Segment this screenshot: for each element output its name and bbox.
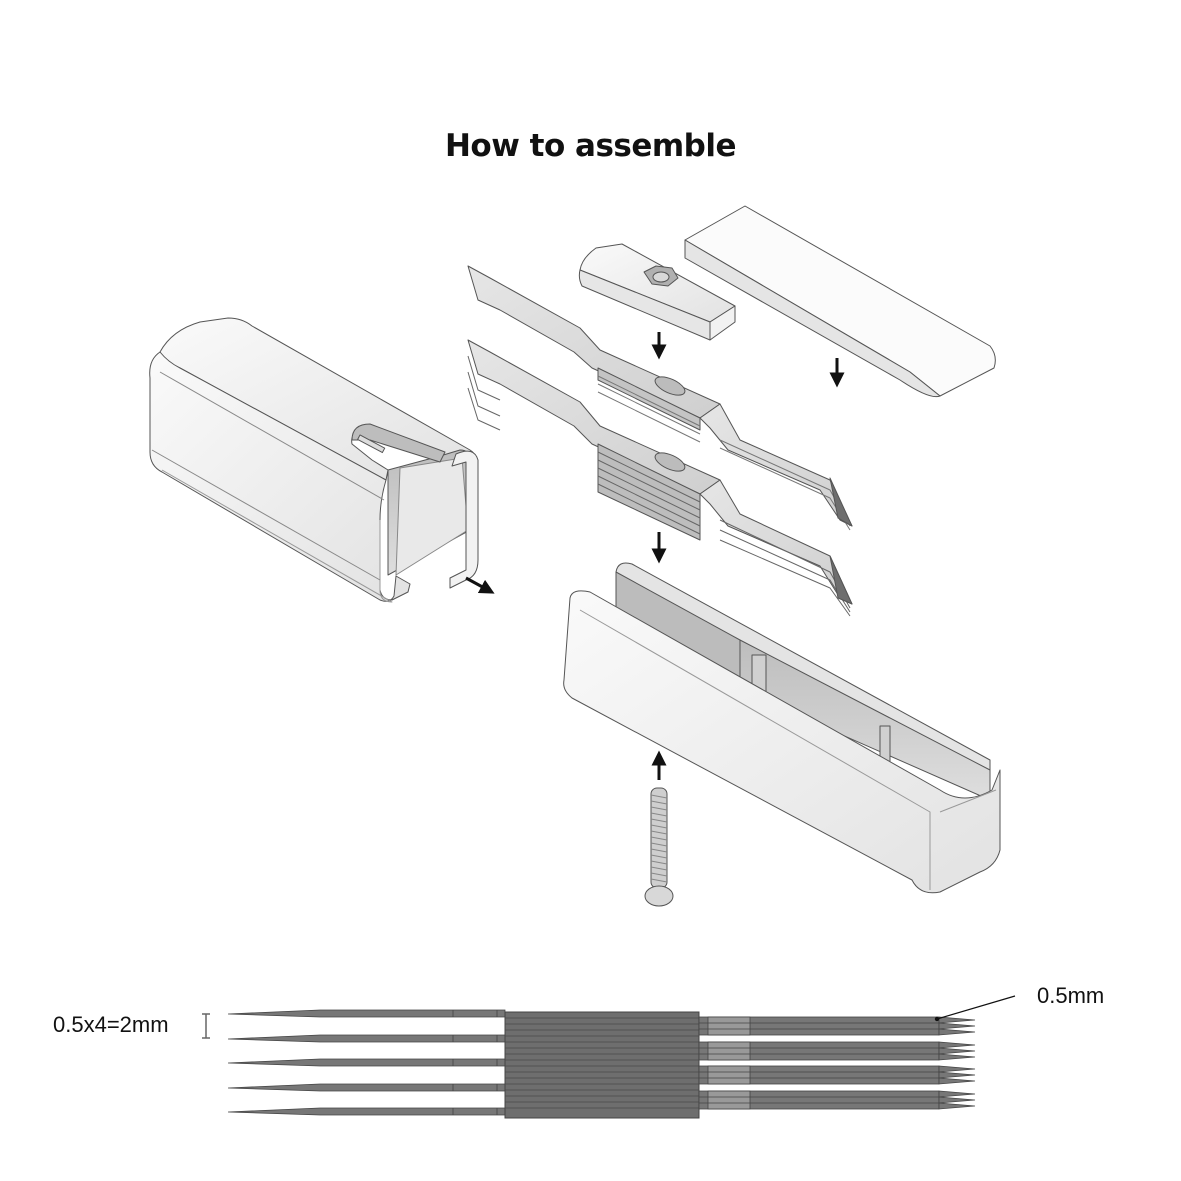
nut-clamp-block — [578, 243, 736, 341]
base-housing — [563, 562, 1001, 894]
leader-dot — [934, 1016, 940, 1022]
machine-screw — [644, 787, 674, 907]
left-blade — [227, 1083, 506, 1092]
left-blade — [227, 1034, 506, 1043]
blade-stack-lower — [467, 339, 853, 617]
blade-thickness-label: 0.5mm — [1037, 983, 1105, 1008]
blade-stack-upper — [467, 265, 853, 531]
blade-thickness-diagram — [202, 995, 1016, 1119]
right-blade-group — [698, 1041, 976, 1061]
left-blade — [227, 1009, 506, 1018]
right-blade-group — [698, 1065, 976, 1085]
arrow-sleeve-slide-icon — [465, 576, 495, 594]
right-blade-group — [698, 1090, 976, 1110]
page-title: How to assemble — [444, 128, 737, 164]
dimension-bar-icon — [202, 1013, 210, 1039]
c-channel-sleeve — [149, 317, 479, 603]
right-blade-group — [698, 1016, 976, 1036]
top-cover-plate — [684, 205, 996, 398]
left-blade — [227, 1058, 506, 1067]
left-blade — [227, 1107, 506, 1116]
arrows — [465, 332, 845, 780]
leader-line — [936, 995, 1016, 1020]
stack-thickness-label: 0.5x4=2mm — [53, 1012, 169, 1037]
